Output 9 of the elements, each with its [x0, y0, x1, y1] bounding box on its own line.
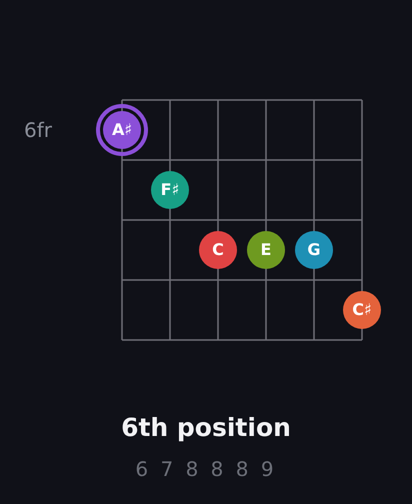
ringed-note-dot: A♯: [96, 104, 148, 156]
chart-title: 6th position: [121, 415, 291, 440]
string-fret-numbers: 6 7 8 8 8 9: [135, 459, 277, 479]
note-dot: C: [199, 231, 237, 269]
note-dot: E: [247, 231, 285, 269]
note-dot: F♯: [151, 171, 189, 209]
fret-number: 6fr: [24, 120, 52, 140]
note-dot: C♯: [343, 291, 381, 329]
note-dot: G: [295, 231, 333, 269]
